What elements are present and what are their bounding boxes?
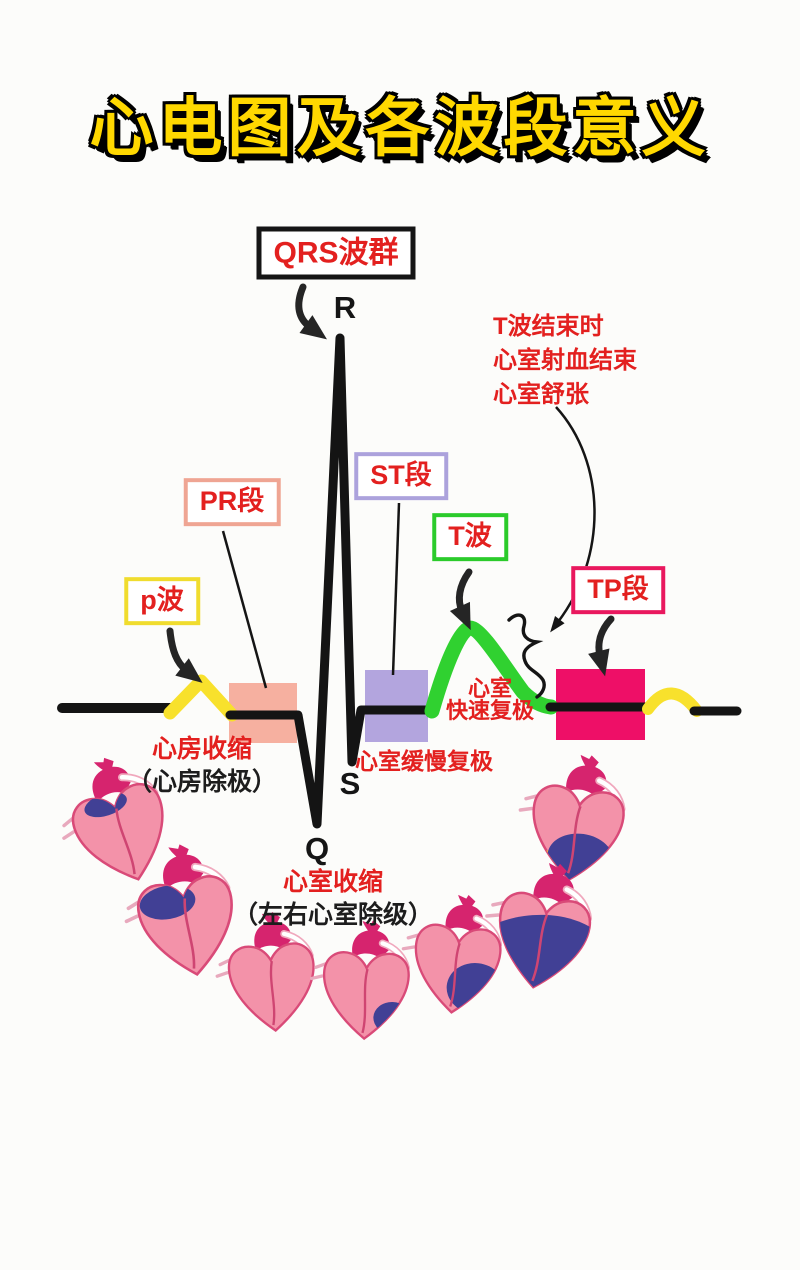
t-wave <box>424 620 559 719</box>
p-wave-meaning-line1: 心房收缩 <box>151 735 253 763</box>
heart-icon-1 <box>62 757 164 881</box>
p-wave-meaning-note: 心房收缩 （心房除极） <box>127 733 277 799</box>
t-end-note: T波结束时 心室射血结束 心室舒张 <box>493 310 637 412</box>
t-wave-meaning-note: 心室 快速复极 <box>446 678 534 722</box>
t-end-note-line1: T波结束时 <box>493 313 604 340</box>
heart-icon-6 <box>485 863 593 989</box>
st-connector-line <box>391 502 401 676</box>
heart-icon-5 <box>401 894 503 1014</box>
qrs-meaning-note: 心室收缩 （左右心室除级） <box>233 866 433 932</box>
t-wave-label-box: T波 <box>432 513 508 561</box>
qrs-meaning-line2: （左右心室除级） <box>232 901 434 929</box>
t-end-note-line3: 心室舒张 <box>493 381 589 408</box>
tp-segment-label-box: TP段 <box>571 566 665 614</box>
st-segment-meaning-note: 心室缓慢复极 <box>355 748 493 774</box>
heart-icon-2 <box>124 844 233 976</box>
t-wave-arrow <box>449 568 473 631</box>
s-point-label: S <box>339 766 361 801</box>
heart-illustrations <box>62 754 626 1041</box>
t-wave-meaning-line2: 快速复极 <box>445 698 535 723</box>
t-wave-meaning-line1: 心室 <box>467 676 513 701</box>
p-wave <box>163 674 239 722</box>
ecg-trace <box>57 333 742 829</box>
heart-icon-7 <box>518 754 626 882</box>
t-end-brace-icon <box>507 613 546 699</box>
p-wave-arrow <box>166 627 203 683</box>
p-wave-meaning-line2: （心房除极） <box>126 768 278 796</box>
qrs-arrow <box>295 283 327 340</box>
qrs-complex-label-box: QRS波群 <box>256 226 416 280</box>
p-wave-label-box: p波 <box>124 577 200 625</box>
q-point-label: Q <box>304 831 330 866</box>
heart-icon-4 <box>310 920 410 1041</box>
st-segment-label-box: ST段 <box>354 452 448 500</box>
qrs-meaning-line1: 心室收缩 <box>282 868 384 896</box>
pr-segment-label-box: PR段 <box>183 478 281 526</box>
r-peak-label: R <box>333 290 357 325</box>
page-title: 心电图及各波段意义 <box>89 92 711 164</box>
tp-arrow <box>588 615 615 677</box>
heart-icon-3 <box>215 912 315 1033</box>
t-end-note-line2: 心室射血结束 <box>493 347 637 374</box>
pr-connector-line <box>221 530 268 689</box>
qrs-complex-trace <box>225 333 437 829</box>
p-wave-next <box>642 687 703 717</box>
